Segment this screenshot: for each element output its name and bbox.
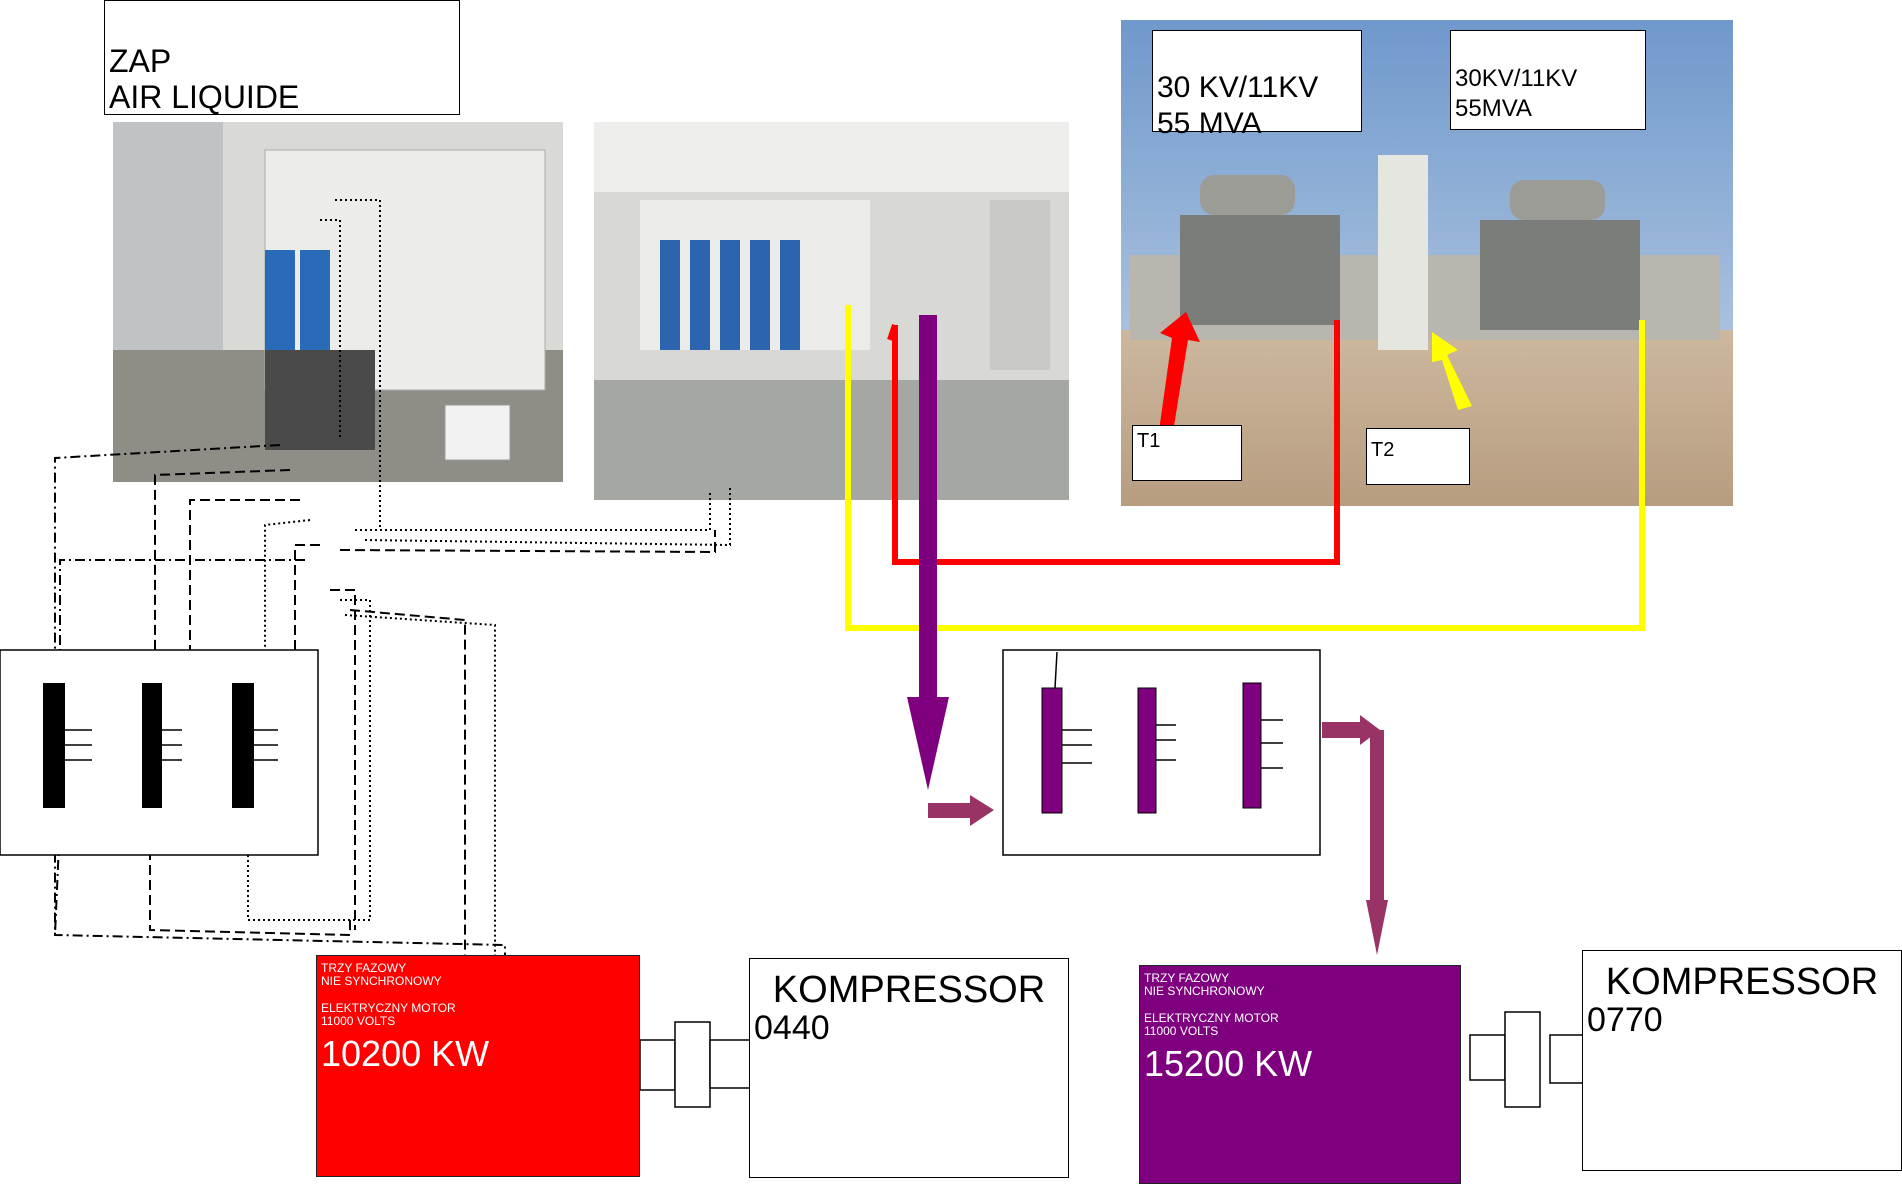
arrow-to-right-motor — [1322, 715, 1388, 955]
switchgear-photo-1 — [113, 122, 563, 482]
title-text: ZAP AIR LIQUIDE — [109, 43, 300, 115]
motor-right: TRZY FAZOWY NIE SYNCHRONOWY ELEKTRYCZNY … — [1139, 965, 1461, 1184]
t1-feed-line — [892, 320, 1340, 565]
left-feeder-lines — [54, 199, 731, 955]
t2-feed-line — [845, 305, 1645, 631]
switchgear-photo-2 — [594, 122, 1069, 500]
t2-label: T2 — [1366, 428, 1470, 485]
purple-main-arrow — [907, 315, 949, 790]
arrow-into-right-box — [928, 795, 994, 826]
left-busbar-box — [0, 649, 319, 856]
t2-arrow — [1432, 332, 1472, 410]
motor-left: TRZY FAZOWY NIE SYNCHRONOWY ELEKTRYCZNY … — [316, 955, 640, 1177]
title-box: ZAP AIR LIQUIDE — [104, 0, 460, 115]
left-coupling — [639, 1021, 751, 1108]
t1-arrow — [1158, 312, 1200, 438]
t1-label: T1 — [1132, 425, 1242, 481]
right-coupling — [1469, 1011, 1589, 1108]
compressor-left: KOMPRESSOR 0440 — [749, 958, 1069, 1178]
compressor-right: KOMPRESSOR 0770 — [1582, 950, 1902, 1171]
right-busbar-box — [1002, 649, 1321, 856]
transformer-t2-rating: 30KV/11KV 55MVA — [1450, 30, 1646, 130]
transformer-t1-rating: 30 KV/11KV 55 MVA — [1152, 30, 1362, 140]
